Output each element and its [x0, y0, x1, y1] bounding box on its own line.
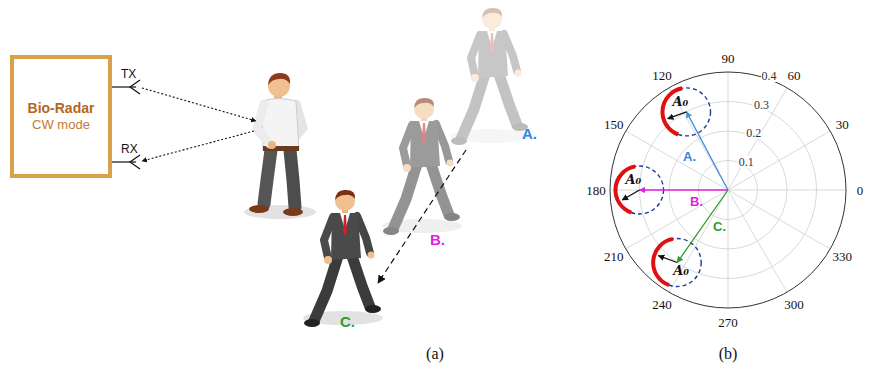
position-label: A. — [522, 126, 537, 141]
angle-tick: 180 — [586, 184, 606, 197]
antenna-label: RX — [121, 143, 138, 155]
radius-tick: 0.3 — [753, 99, 770, 111]
polar-frame — [610, 72, 846, 308]
walk-path-arrow — [378, 150, 466, 283]
walking-person-b — [382, 98, 462, 235]
panel-label: (b) — [719, 346, 738, 362]
position-label: B. — [430, 232, 445, 247]
phasor-vectors — [640, 112, 729, 263]
angle-tick: 300 — [784, 298, 804, 311]
angle-tick: 270 — [718, 316, 738, 329]
amplitude-label: A₀ — [673, 264, 689, 277]
walking-person-c — [303, 190, 383, 327]
standing-person — [244, 73, 316, 219]
angle-tick: 0 — [857, 184, 864, 197]
amplitude-label: A₀ — [626, 173, 642, 186]
angle-tick: 120 — [652, 69, 672, 82]
antenna-wires — [112, 80, 140, 169]
vector-label: A. — [683, 150, 696, 163]
radar-beams — [142, 88, 256, 161]
walking-person-a — [450, 8, 530, 145]
radar-box: Bio-RadarCW mode — [10, 55, 112, 178]
device-name: Bio-Radar — [28, 100, 95, 118]
radius-tick: 0.2 — [745, 127, 762, 139]
polar-grid — [610, 72, 846, 308]
radius-tick: 0.4 — [761, 70, 778, 82]
angle-tick: 210 — [604, 250, 624, 263]
antenna-label: TX — [121, 68, 136, 80]
radius-tick: 0.1 — [738, 156, 755, 168]
position-label: C. — [340, 314, 355, 329]
amplitude-label: A₀ — [673, 95, 689, 108]
angle-tick: 150 — [604, 118, 624, 131]
device-mode: CW mode — [32, 117, 90, 133]
angle-tick: 30 — [836, 118, 849, 131]
panel-label: (a) — [426, 346, 444, 362]
angle-tick: 60 — [788, 69, 801, 82]
vector-label: B. — [690, 195, 703, 208]
angle-tick: 330 — [833, 250, 853, 263]
angle-tick: 240 — [652, 298, 672, 311]
phase-circles — [616, 88, 711, 287]
angle-tick: 90 — [722, 52, 735, 65]
motion-arcs — [615, 88, 682, 285]
vector-label: C. — [713, 220, 726, 233]
amplitude-arrows — [622, 112, 686, 263]
